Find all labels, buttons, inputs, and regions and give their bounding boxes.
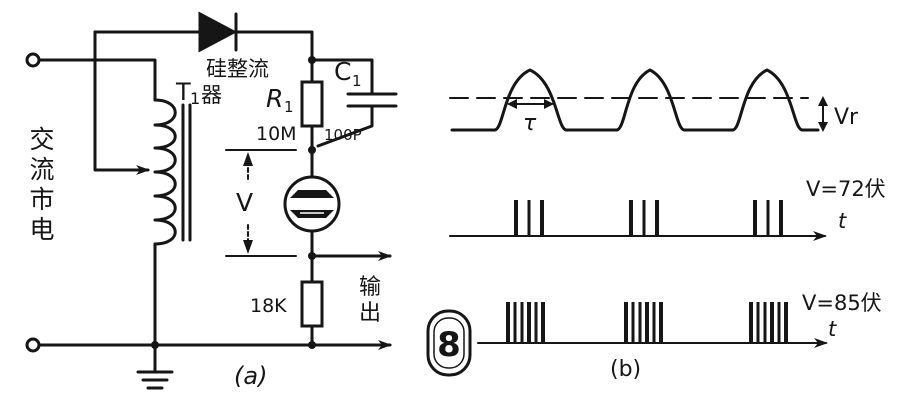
transformer-label: T: [175, 78, 191, 106]
ground-symbol: [136, 343, 174, 390]
neon-tube: [283, 175, 341, 233]
pulse-train-1: [514, 200, 783, 236]
trace1-voltage-label: V=72伏: [806, 177, 886, 201]
ac-mains-label-4: 电: [29, 215, 54, 244]
ac-mains-label-3: 市: [29, 185, 54, 214]
tau-label: τ: [523, 111, 537, 136]
resistor-r1: [300, 80, 324, 128]
transformer-label-sub: 1: [190, 89, 200, 108]
rectifier-label-line1: 硅整流: [206, 57, 269, 81]
time-axis-2-label: t: [828, 317, 837, 341]
resistor-r1-label-sub: 1: [284, 98, 294, 116]
capacitor-c1-label: C: [334, 57, 351, 86]
transformer-tap: [93, 30, 150, 175]
transformer-primary-coil: [153, 98, 177, 246]
input-terminal-top: [25, 52, 41, 68]
digit-display: 8: [426, 309, 472, 377]
ac-mains-label-1: 交: [29, 125, 54, 154]
output-label-1: 输: [359, 275, 381, 300]
voltage-label: V: [236, 188, 253, 217]
digit-glyph: 8: [437, 325, 461, 365]
input-terminal-bottom: [25, 337, 41, 353]
circuit-a: 交 流 市 电 T 1 硅整流 器 R 1 10M C 1 100P V 18K…: [25, 11, 398, 390]
vr-indicator: [818, 96, 828, 132]
waveforms-b: τ Vr V=72伏 t V=85伏 t 8 (b): [426, 68, 886, 382]
tau-indicator: [507, 99, 554, 109]
resistor-r2: [300, 280, 324, 328]
capacitor-c1: [346, 92, 398, 108]
ac-mains-label-2: 流: [29, 155, 54, 184]
output-label-2: 出: [359, 301, 381, 326]
silicon-rectifier-diode: [198, 11, 238, 53]
pulse-train-2: [506, 302, 788, 343]
time-axis-1-label: t: [838, 209, 847, 233]
voltage-indicator: [225, 149, 297, 257]
resistor-r1-label: R: [266, 84, 283, 113]
capacitor-c1-label-sub: 1: [352, 72, 362, 90]
vr-label: Vr: [834, 105, 859, 130]
resistor-r2-value: 18K: [250, 295, 287, 317]
resistor-r1-value: 10M: [256, 123, 297, 145]
capacitor-c1-value: 100P: [324, 126, 362, 144]
trace2-voltage-label: V=85伏: [802, 291, 882, 315]
figure-b-caption: (b): [610, 357, 641, 382]
rectified-waveform: [450, 68, 820, 132]
rectifier-label-line2: 器: [201, 83, 222, 107]
figure-a-caption: (a): [234, 362, 267, 390]
